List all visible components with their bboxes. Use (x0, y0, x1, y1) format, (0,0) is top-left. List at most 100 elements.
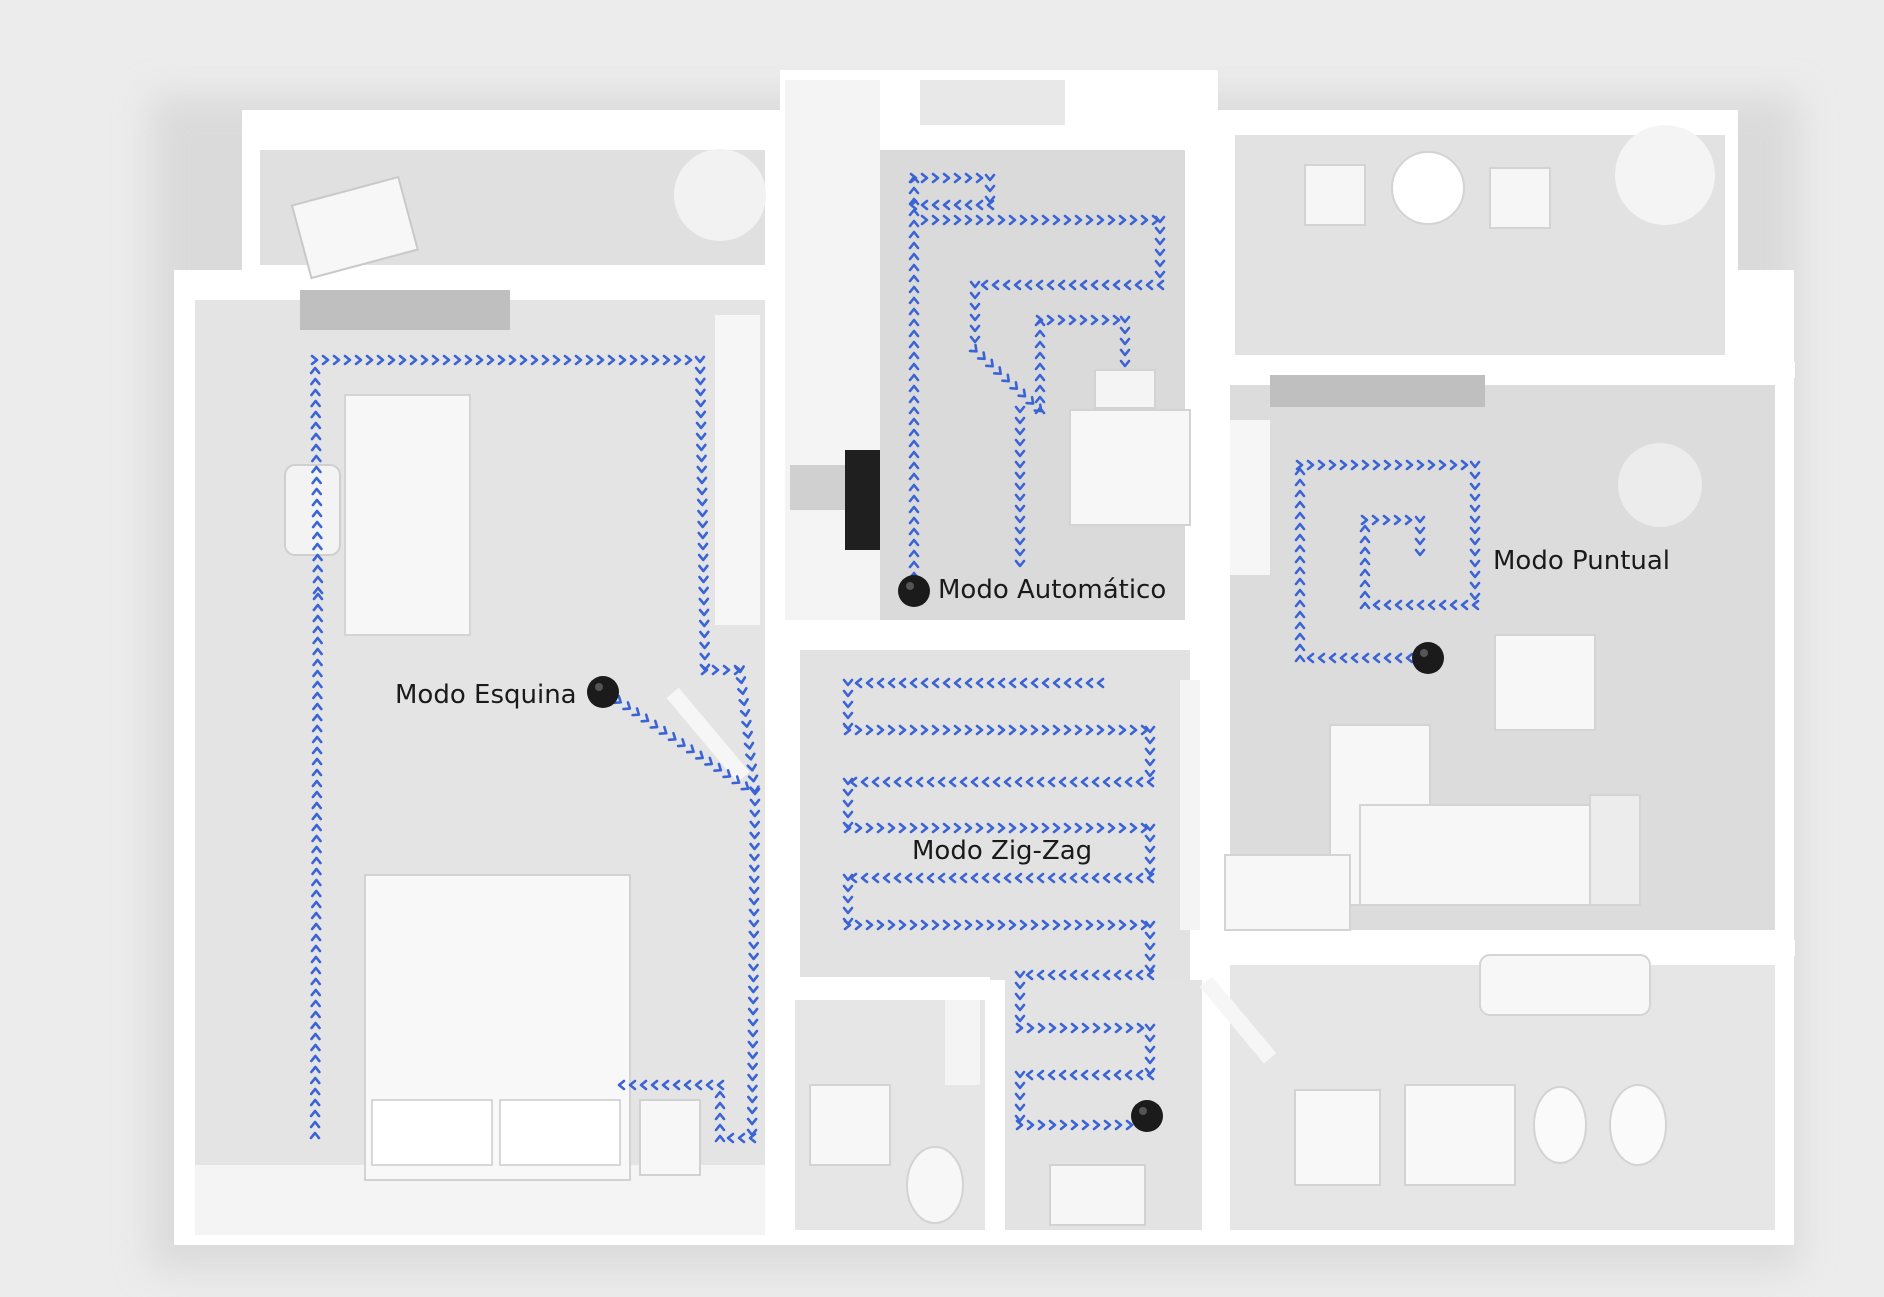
path-chevron-corner (714, 1090, 726, 1099)
path-chevron-autoC (1014, 460, 1026, 469)
path-chevron-corner (747, 1051, 759, 1060)
path-chevron-autoA (908, 296, 920, 305)
path-chevron-corner (311, 724, 323, 733)
path-chevron-zig (997, 724, 1006, 736)
path-chevron-spot (1294, 544, 1306, 553)
path-chevron-corner (746, 1117, 758, 1126)
path-chevron-spot (1404, 514, 1413, 526)
path-chevron-corner (650, 1079, 659, 1091)
path-chevron-autoB (1119, 337, 1131, 346)
path-chevron-zig (1036, 776, 1045, 788)
path-chevron-spot (1328, 459, 1337, 471)
path-chevron-zig (842, 895, 854, 904)
path-chevron-corner (734, 665, 745, 674)
path-chevron-corner (607, 354, 616, 366)
path-chevron-corner (696, 498, 708, 507)
path-chevron-autoA (908, 428, 920, 437)
robot-spot-mode-icon (1412, 642, 1444, 674)
path-chevron-corner (311, 867, 322, 876)
path-chevron-corner (409, 354, 418, 366)
path-chevron-zig (1014, 992, 1026, 1001)
path-chevron-spot (1359, 535, 1371, 544)
path-chevron-autoC (1014, 405, 1026, 414)
path-chevron-zig (1014, 1114, 1026, 1123)
path-chevron-corner (748, 919, 760, 928)
path-chevron-corner (698, 564, 709, 573)
path-chevron-zig (882, 872, 891, 884)
path-chevron-autoB (1046, 279, 1055, 291)
path-chevron-autoA (908, 494, 920, 503)
sofa-arm (1589, 794, 1641, 906)
path-chevron-corner (747, 1062, 758, 1071)
path-chevron-zig (1080, 872, 1089, 884)
path-chevron-corner2 (640, 713, 650, 723)
path-chevron-autoA (908, 527, 920, 536)
path-chevron-zig (1047, 776, 1056, 788)
path-chevron-autoC (1014, 515, 1026, 524)
path-chevron-corner (311, 790, 323, 799)
path-chevron-zig (953, 677, 962, 689)
path-chevron-zig (1025, 969, 1034, 981)
path-chevron-autoB (1119, 359, 1131, 368)
path-chevron-corner (310, 944, 322, 953)
path-chevron-zig (1014, 872, 1023, 884)
path-chevron-corner2 (740, 781, 750, 791)
balcony-plant (674, 149, 766, 241)
path-chevron-spot (1359, 579, 1371, 588)
path-chevron-zig (942, 724, 951, 736)
path-chevron-corner (343, 354, 352, 366)
path-chevron-zig (882, 776, 891, 788)
path-chevron-autoA (908, 329, 920, 338)
path-chevron-zig (842, 884, 854, 893)
label-zigzag-mode: Modo Zig-Zag (912, 836, 1092, 866)
path-chevron-zig (904, 872, 913, 884)
path-chevron-zig (997, 822, 1006, 834)
path-chevron-corner (309, 1076, 321, 1085)
path-chevron-zig (992, 872, 1001, 884)
path-chevron-corner (651, 354, 660, 366)
path-chevron-zig (1091, 1069, 1100, 1081)
path-chevron-autoA (984, 184, 996, 193)
path-chevron-corner (311, 757, 323, 766)
path-chevron-autoC (1014, 427, 1026, 436)
path-chevron-zig (1124, 776, 1133, 788)
desk-chair (284, 464, 341, 556)
path-chevron-corner (311, 713, 323, 722)
mode-labels: Modo Esquina Modo Automático Modo Zig-Za… (395, 546, 1670, 866)
path-chevron-corner (309, 366, 321, 375)
path-chevron-zig (1102, 969, 1111, 981)
path-chevron-autoB (1034, 373, 1046, 382)
path-chevron-corner (747, 1040, 759, 1049)
path-chevron-corner (310, 922, 322, 931)
path-chevron-zig (1092, 1022, 1101, 1034)
path-chevron-zig (1074, 677, 1083, 689)
path-chevron-corner (310, 443, 322, 452)
path-chevron-zig (887, 919, 896, 931)
path-chevron-corner (743, 741, 755, 750)
path-chevron-corner (310, 354, 319, 366)
path-chevron-corner (696, 443, 707, 452)
path-chevron-autoA (964, 172, 973, 184)
path-chevron-zig (1080, 776, 1089, 788)
path-chevron-zig (1014, 1070, 1026, 1079)
path-chevron-corner (309, 1120, 321, 1129)
path-chevron-corner (714, 1101, 726, 1110)
path-chevron-spot (1359, 546, 1371, 555)
path-chevron-corner (312, 636, 323, 645)
path-chevron-spot (1294, 533, 1306, 542)
path-chevron-spot (1383, 459, 1392, 471)
hallway-floor (800, 650, 1190, 980)
path-chevron-autoA (908, 285, 920, 294)
path-chevron-autoC (1014, 537, 1026, 546)
path-chevron-corner (696, 487, 708, 496)
path-chevron-zig (1085, 677, 1094, 689)
path-chevron-corner (310, 1054, 321, 1063)
path-chevron-autoB (1096, 214, 1105, 226)
path-chevron-spot (1427, 459, 1436, 471)
path-chevron-spot (1317, 459, 1326, 471)
path-chevron-corner2 (731, 775, 741, 785)
path-chevron-zig (1146, 872, 1155, 884)
path-chevron-corner (748, 941, 760, 950)
path-chevron-spot (1372, 459, 1381, 471)
path-chevron-zig (1144, 942, 1156, 951)
